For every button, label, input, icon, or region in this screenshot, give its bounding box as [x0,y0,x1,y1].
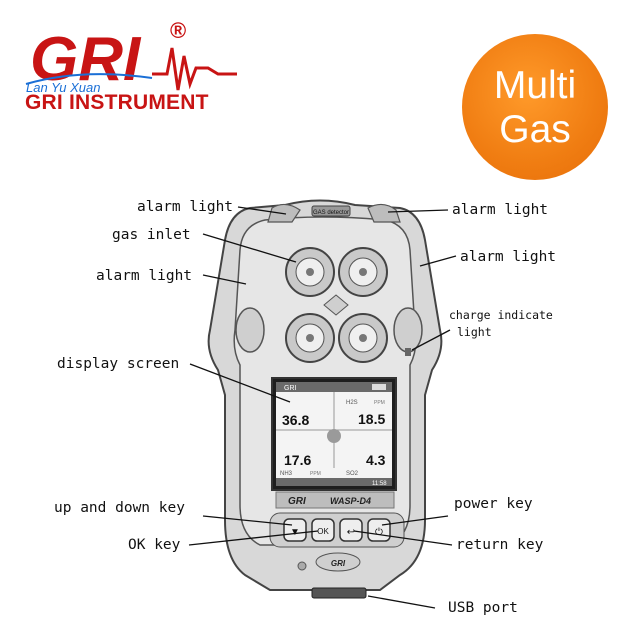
charge-light [405,348,411,356]
svg-text:▼: ▼ [290,527,300,538]
reading-2-value: 18.5 [358,411,385,427]
center-diamond [323,294,349,316]
label-display-screen: display screen [57,356,180,372]
badge-line-1: Multi [493,64,577,107]
key-return: ↩ [339,518,363,542]
bottom-badge [315,552,361,572]
multi-gas-badge: Multi Gas [462,34,608,180]
label-usb-port: USB port [448,600,518,616]
reading-3-gas: NH3 [280,471,293,477]
right-bumper [393,307,423,353]
gas-inlets [285,247,388,363]
logo-subtext: Lan Yu Xuan [26,80,100,95]
battery-icon [372,384,386,390]
label-up-down-key: up and down key [54,500,185,516]
gas-inlet-3 [285,313,335,363]
label-alarm-light-top-right: alarm light [452,202,549,218]
brand-logo: GRI Lan Yu Xuan [25,25,237,95]
label-charge-indicate-1: charge indicate [449,308,553,322]
brand-name: GRI INSTRUMENT [25,91,209,114]
key-power: ⏻ [367,518,391,542]
gas-inlet-2 [338,247,388,297]
screen-time: 11:58 [372,481,387,487]
reading-4-gas: SO2 [346,471,359,477]
reading-1-value: 36.8 [282,412,309,428]
left-bumper [235,307,265,353]
model-strip [275,491,395,509]
svg-text:↩: ↩ [347,527,355,538]
label-alarm-light-top-left: alarm light [137,199,234,215]
swoosh-icon [25,73,153,85]
svg-text:OK: OK [317,527,329,536]
center-gauge-icon [327,429,341,443]
label-gas-inlet: gas inlet [112,227,191,243]
top-label-plate [311,205,351,217]
label-alarm-light-right: alarm light [460,249,557,265]
label-alarm-light-left: alarm light [96,268,193,284]
usb-port [311,587,367,599]
badge-line-2: Gas [499,108,571,151]
logo-text: GRI [30,25,142,94]
reading-3-value: 17.6 [284,452,311,468]
registered-mark: ® [170,18,187,43]
alarm-light-top-right [367,203,401,223]
key-up-down: ▼ [283,518,307,542]
label-ok-key: OK key [128,537,181,553]
strip-model: WASP-D4 [330,496,371,506]
bottom-brand: GRI [331,559,346,568]
key-ok: OK [311,518,335,542]
label-return-key: return key [456,537,544,553]
reading-2-gas: H2S [346,400,358,406]
pulse-line-icon [152,47,237,91]
bottom-screw [297,561,307,571]
screen-brand: GRI [284,385,297,392]
screen-footer [276,478,392,486]
screen-header [276,382,392,392]
reading-3-unit: PPM [310,471,321,477]
reading-4-value: 4.3 [366,452,386,468]
leader-lines [188,206,457,609]
label-power-key: power key [454,496,533,512]
top-label: GAS detector [313,210,349,216]
gas-inlet-1 [285,247,335,297]
gas-inlet-4 [338,313,388,363]
reading-2-unit: PPM [374,400,385,406]
label-charge-indicate-2: light [457,325,492,339]
strip-brand: GRI [288,496,306,507]
svg-text:⏻: ⏻ [375,527,383,538]
